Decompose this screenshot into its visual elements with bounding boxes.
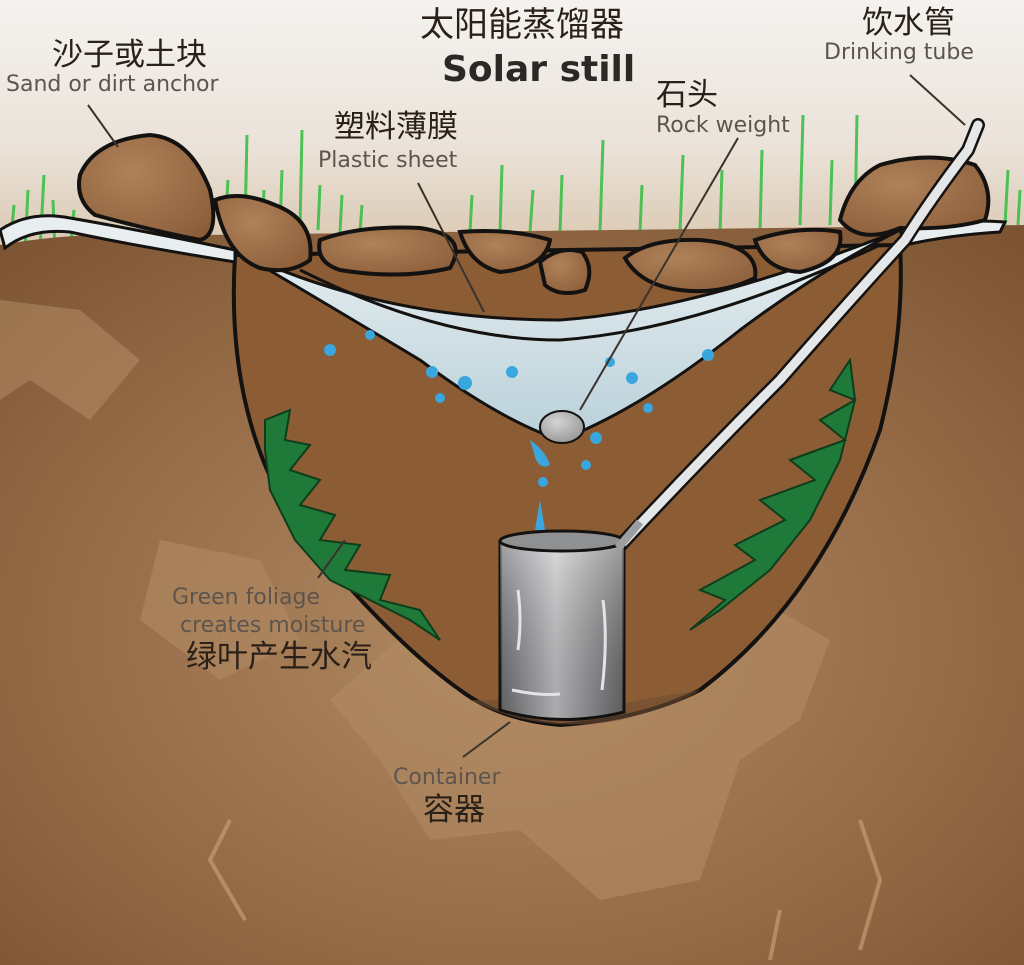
- label-rock-weight-en: Rock weight: [656, 113, 790, 138]
- title-zh: 太阳能蒸馏器: [420, 5, 624, 45]
- soil-cracks: [207, 819, 883, 961]
- label-rock-weight-zh: 石头: [656, 77, 718, 113]
- label-drinking-tube-zh: 饮水管: [862, 5, 955, 41]
- foliage-left: [264, 408, 441, 641]
- label-container-en: Container: [393, 765, 501, 790]
- foliage-right: [689, 357, 858, 631]
- plastic-sheet-shape: [234, 228, 901, 442]
- rock-weight-stone: [539, 410, 585, 444]
- container-can: [498, 529, 626, 721]
- label-drinking-tube-en: Drinking tube: [824, 40, 974, 65]
- plastic-inner-fold: [299, 243, 881, 342]
- label-sand-anchor-zh: 沙子或土块: [52, 37, 207, 73]
- label-plastic-sheet-zh: 塑料薄膜: [334, 109, 458, 145]
- drinking-tube-inner: [613, 120, 983, 553]
- title-en: Solar still: [442, 49, 636, 90]
- plastic-edge-left: [0, 214, 237, 264]
- label-green-foliage-en-1: Green foliage: [172, 585, 321, 610]
- label-container-zh: 容器: [423, 792, 485, 828]
- label-sand-anchor-en: Sand or dirt anchor: [6, 72, 219, 97]
- leader-lines: [87, 74, 966, 758]
- label-green-foliage-en-2: creates moisture: [180, 613, 366, 638]
- label-green-foliage-zh: 绿叶产生水汽: [186, 639, 372, 675]
- label-plastic-sheet-en: Plastic sheet: [318, 148, 458, 173]
